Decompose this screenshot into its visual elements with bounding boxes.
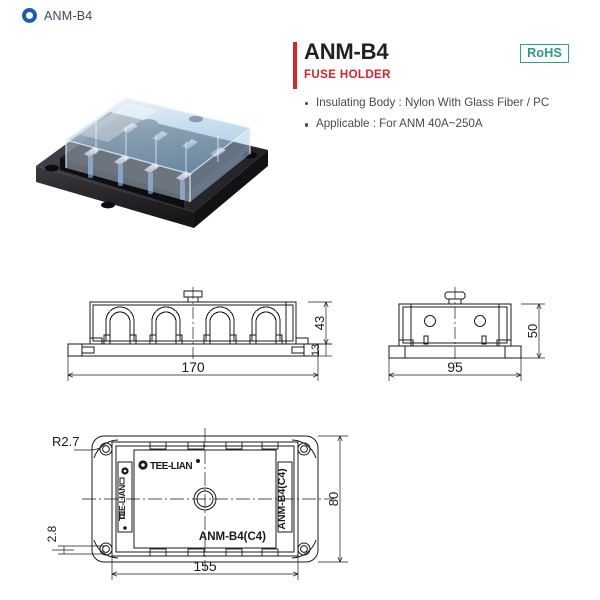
left-brand-mark: TEE-LIAN bbox=[117, 467, 129, 530]
dimension-label-28: 2.8 bbox=[45, 525, 59, 542]
side-elevation-svg: 50 95 bbox=[388, 287, 545, 381]
front-elevation-svg: 43 13 170 bbox=[67, 287, 332, 381]
title-block: ANM-B4 FUSE HOLDER bbox=[293, 39, 583, 89]
dimension-label-95: 95 bbox=[447, 359, 463, 375]
bottom-plan-svg: TEE-LIAN ANM-B4(C4) ANM-B4(C4) TEE-LIAN … bbox=[45, 428, 348, 580]
side-part-label: ANM-B4(C4) bbox=[276, 468, 288, 529]
part-label: ANM-B4(C4) bbox=[199, 531, 266, 543]
dimension-label-r27: R2.7 bbox=[52, 434, 79, 449]
left-brand-text: TEE-LIAN bbox=[117, 485, 127, 521]
dimension-label-155: 155 bbox=[193, 558, 217, 574]
product-info-panel: ANM-B4 FUSE HOLDER RoHS Insulating Body … bbox=[293, 39, 583, 140]
bottom-plan-view: TEE-LIAN ANM-B4(C4) ANM-B4(C4) TEE-LIAN … bbox=[38, 428, 368, 588]
product-photo bbox=[18, 62, 286, 237]
list-item: Insulating Body : Nylon With Glass Fiber… bbox=[305, 96, 583, 110]
dimension-label-170: 170 bbox=[181, 359, 205, 375]
spec-list: Insulating Body : Nylon With Glass Fiber… bbox=[293, 96, 583, 132]
list-item: Applicable : For ANM 40A~250A bbox=[305, 118, 583, 131]
product-subtitle: FUSE HOLDER bbox=[304, 68, 391, 81]
dimension-label-80: 80 bbox=[326, 492, 341, 506]
brand-logo-text: TEE-LIAN bbox=[150, 461, 192, 472]
dimension-label-50: 50 bbox=[525, 324, 540, 338]
side-elevation-view: 50 95 bbox=[383, 283, 568, 388]
breadcrumb[interactable]: ANM-B4 bbox=[22, 8, 92, 23]
product-photo-image bbox=[36, 97, 268, 228]
dimension-label-43: 43 bbox=[312, 316, 327, 330]
front-elevation-view: 43 13 170 bbox=[58, 283, 348, 388]
brand-logo: TEE-LIAN bbox=[138, 459, 200, 472]
page-title: ANM-B4 bbox=[304, 39, 389, 64]
breadcrumb-label: ANM-B4 bbox=[44, 8, 93, 23]
rohs-badge: RoHS bbox=[520, 44, 569, 63]
ring-icon bbox=[22, 8, 37, 23]
dimension-label-13: 13 bbox=[310, 344, 322, 356]
accent-bar bbox=[293, 42, 297, 89]
